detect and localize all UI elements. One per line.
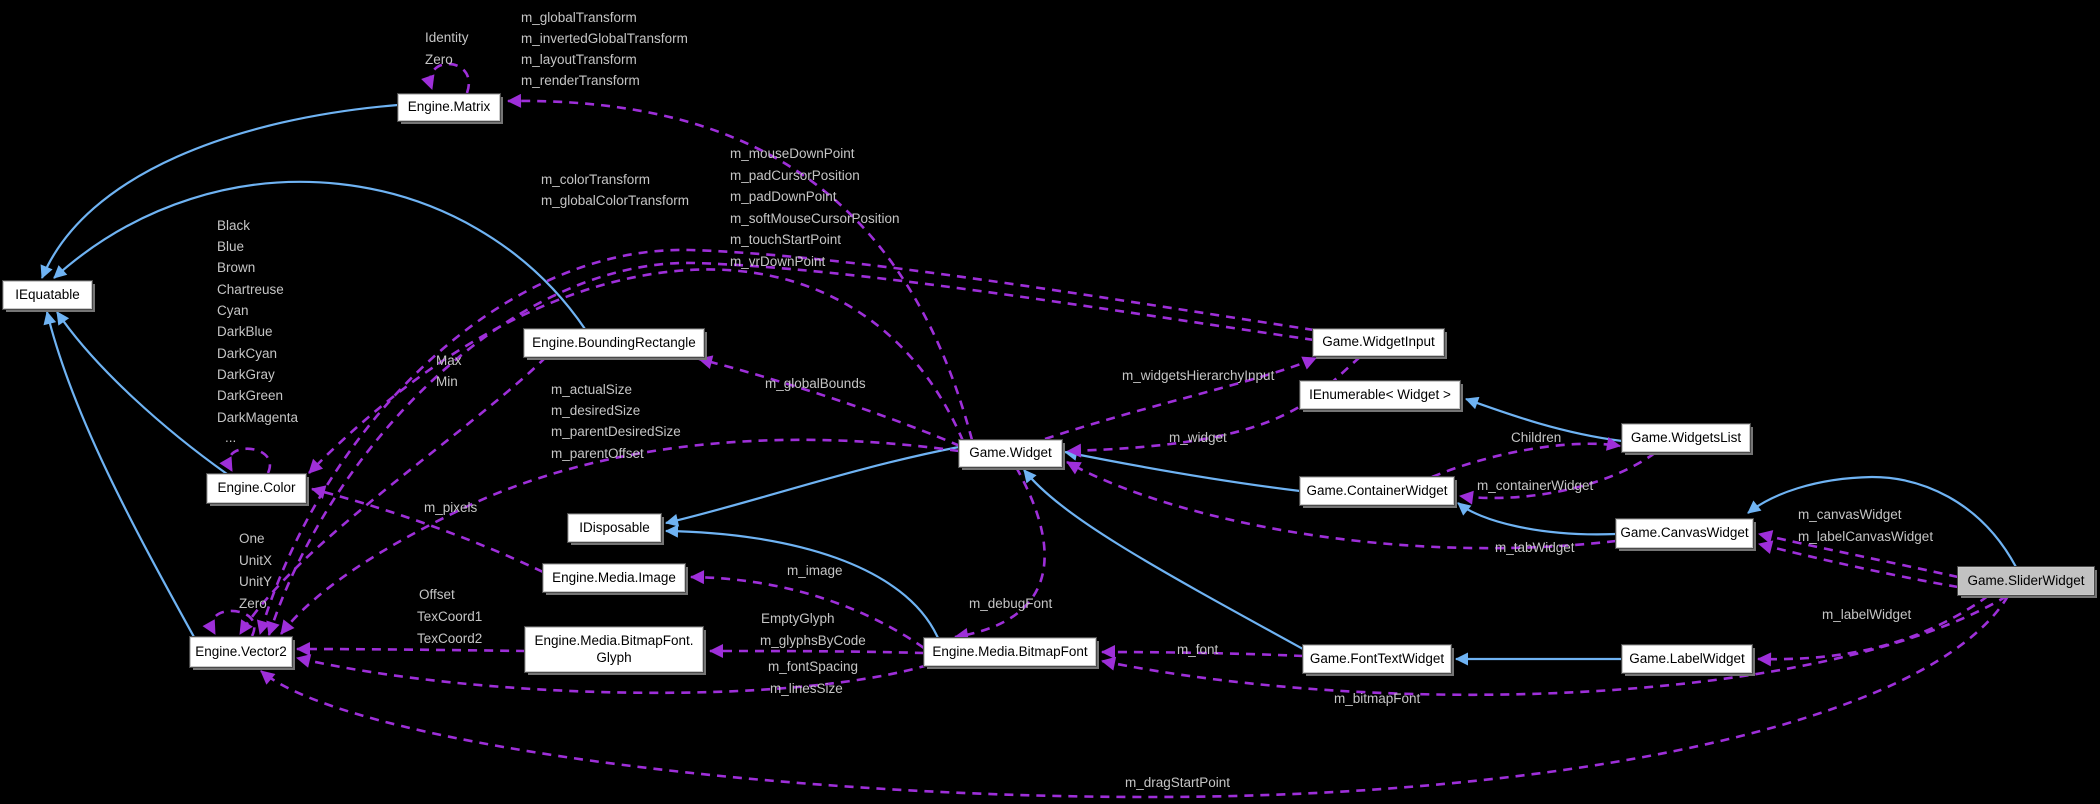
edge-widget-to-idisposable <box>665 445 960 527</box>
edge-sliderwidget-to-canvaswidget-canvas <box>1758 530 1959 579</box>
class-node-game-canvaswidget[interactable]: Game.CanvasWidget <box>1615 518 1754 549</box>
class-node-game-labelwidget[interactable]: Game.LabelWidget <box>1621 644 1753 674</box>
class-node-game-widgetinput[interactable]: Game.WidgetInput <box>1312 328 1445 357</box>
edge-widget-to-widgetinput <box>1044 356 1317 441</box>
edge-containerwidget-to-widgetslist <box>1431 436 1621 479</box>
edge-widget-to-bitmapfont-debugfont <box>954 466 1046 642</box>
edge-vector2-to-iequatable <box>43 311 195 638</box>
class-node-engine-matrix[interactable]: Engine.Matrix <box>397 93 501 122</box>
edge-fonttextwidget-to-bitmapfont <box>1101 645 1304 660</box>
edge-matrix-to-iequatable <box>40 103 399 279</box>
edge-canvaswidget-to-widget <box>1066 460 1617 550</box>
edge-sliderwidget-to-canvaswidget <box>1747 475 2017 568</box>
edge-vector2-self-loop <box>202 609 256 637</box>
edge-matrix-self-loop <box>421 62 471 94</box>
class-node-game-containerwidget[interactable]: Game.ContainerWidget <box>1299 476 1455 506</box>
class-node-engine-media-bitmapfont-glyph[interactable]: Engine.Media.BitmapFont. Glyph <box>524 626 704 673</box>
edge-widgetinput-to-vector2-a <box>256 248 1315 635</box>
edge-boundingrectangle-to-iequatable <box>53 180 586 330</box>
edge-sliderwidget-to-canvaswidget-labelcanvas <box>1758 540 1959 589</box>
class-node-engine-color[interactable]: Engine.Color <box>206 473 307 504</box>
class-node-game-fonttextwidget[interactable]: Game.FontTextWidget <box>1302 644 1452 674</box>
edge-bitmapfont-to-idisposable <box>665 524 940 639</box>
class-node-game-widget[interactable]: Game.Widget <box>958 439 1063 468</box>
edge-bitmapfont-to-glyph <box>709 644 925 659</box>
edge-color-self-loop <box>219 447 272 474</box>
edge-color-to-iequatable <box>56 311 228 475</box>
edge-widgetinput-to-vector2-b <box>266 261 1315 636</box>
edge-bitmapfont-to-vector2 <box>296 654 929 695</box>
class-node-engine-bounding-rectangle[interactable]: Engine.BoundingRectangle <box>523 328 705 358</box>
edge-widgetslist-to-ienumerable <box>1465 396 1623 443</box>
class-node-engine-vector2[interactable]: Engine.Vector2 <box>189 636 293 668</box>
edge-image-to-color <box>311 485 544 574</box>
edge-widgetslist-to-containerwidget <box>1459 451 1656 505</box>
edge-canvaswidget-to-containerwidget <box>1457 502 1617 536</box>
class-node-engine-media-bitmapfont[interactable]: Engine.Media.BitmapFont <box>923 637 1097 667</box>
class-node-idisposable[interactable]: IDisposable <box>567 513 662 543</box>
edge-widgetinput-to-widget <box>1067 356 1361 458</box>
class-node-game-sliderwidget[interactable]: Game.SliderWidget <box>1957 566 2095 596</box>
class-node-ienumerable-widget[interactable]: IEnumerable< Widget > <box>1299 380 1461 410</box>
edge-sliderwidget-to-vector2-dragstart <box>260 595 2010 799</box>
class-node-game-widgetslist[interactable]: Game.WidgetsList <box>1621 423 1751 453</box>
edge-glyph-to-vector2 <box>296 642 526 657</box>
edge-fonttextwidget-to-widget <box>1023 469 1304 650</box>
class-node-engine-media-image[interactable]: Engine.Media.Image <box>542 563 686 593</box>
edge-bitmapfont-to-image <box>690 570 925 650</box>
edge-sliderwidget-to-labelwidget <box>1757 594 1989 667</box>
edge-widget-to-boundingrectangle <box>698 355 961 448</box>
edge-widget-to-color <box>308 268 965 474</box>
edge-widget-to-vector2-sizes <box>279 438 960 635</box>
class-node-iequatable[interactable]: IEquatable <box>2 280 93 310</box>
edge-containerwidget-to-widget <box>1064 447 1301 493</box>
edge-sliderwidget-to-bitmapfont <box>1101 594 2008 697</box>
